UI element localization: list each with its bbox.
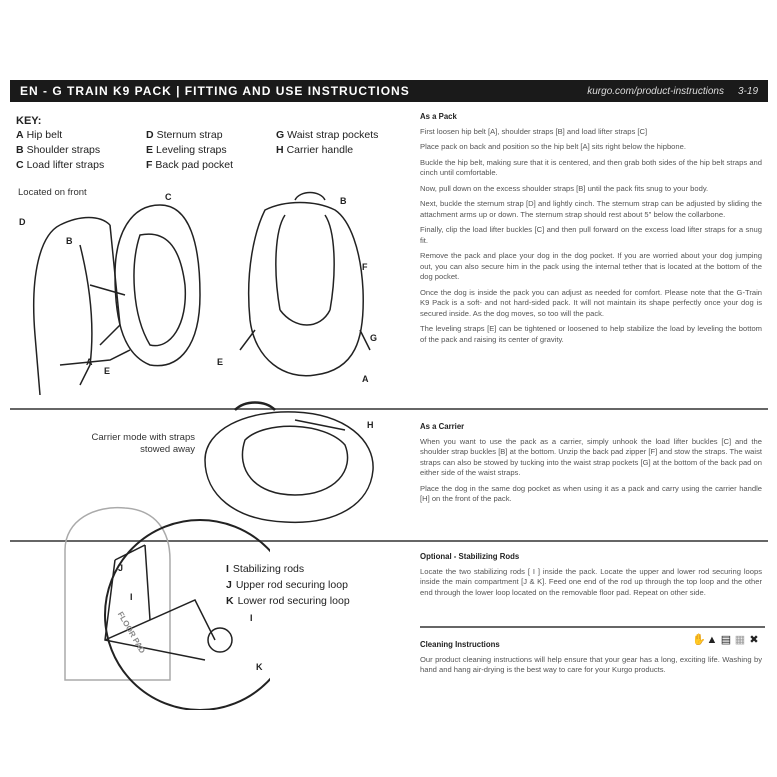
no-dry-clean-icon: ✖ bbox=[749, 634, 759, 646]
page-header: EN - G TRAIN K9 PACK | FITTING AND USE I… bbox=[10, 80, 768, 102]
label-a-back: A bbox=[362, 374, 369, 384]
document-title: EN - G TRAIN K9 PACK | FITTING AND USE I… bbox=[20, 84, 410, 98]
paragraph: The leveling straps [E] can be tightened… bbox=[420, 324, 762, 344]
paragraph: Locate the two stabilizing rods [ I ] in… bbox=[420, 566, 762, 597]
label-g: G bbox=[370, 333, 378, 343]
header-version: 3-19 bbox=[737, 85, 758, 97]
hang-dry-icon: ▤ bbox=[720, 634, 732, 646]
label-k: K bbox=[256, 662, 263, 672]
label-f: F bbox=[362, 262, 368, 272]
label-b: B bbox=[66, 236, 73, 246]
label-c: C bbox=[165, 192, 172, 202]
paragraph: Place the dog in the same dog pocket as … bbox=[420, 483, 762, 504]
paragraph: When you want to use the pack as a carri… bbox=[420, 436, 762, 478]
carrier-mode-illustration bbox=[204, 401, 374, 524]
header-url: kurgo.com/product-instructions bbox=[587, 85, 724, 97]
section-as-a-pack: As a Pack First loosen hip belt [A], sho… bbox=[420, 112, 762, 350]
paragraph: Buckle the hip belt, making sure that it… bbox=[420, 157, 762, 178]
paragraph: Our product cleaning instructions will h… bbox=[420, 654, 762, 675]
paragraph: Finally, clip the load lifter buckles [C… bbox=[420, 225, 762, 245]
no-iron-icon: ▦ bbox=[734, 634, 746, 646]
paragraph: First loosen hip belt [A], shoulder stra… bbox=[420, 126, 648, 136]
paragraph: Place pack on back and position so the h… bbox=[420, 142, 686, 151]
carrier-note: Carrier mode with straps stowed away bbox=[91, 432, 195, 455]
label-j: J bbox=[118, 563, 124, 573]
section-title: As a Carrier bbox=[420, 422, 465, 431]
located-note: Located on front bbox=[18, 187, 87, 198]
label-e: E bbox=[104, 366, 111, 376]
paragraph: Remove the pack and place your dog in th… bbox=[420, 251, 762, 281]
section-cleaning: Cleaning Instructions Our product cleani… bbox=[420, 640, 762, 681]
key-title: KEY: bbox=[16, 115, 42, 127]
stabilizing-rods-illustration bbox=[64, 506, 270, 710]
section-divider bbox=[420, 626, 765, 628]
care-icons: ✋ ▲ ▤ ▦ ✖ bbox=[692, 634, 760, 646]
pack-back-illustration bbox=[239, 191, 371, 377]
label-h: H bbox=[367, 420, 374, 430]
section-divider bbox=[10, 408, 768, 410]
section-title: As a Pack bbox=[420, 112, 457, 121]
paragraph: Once the dog is inside the pack you can … bbox=[420, 287, 762, 318]
paragraph: Next, buckle the sternum strap [D] and l… bbox=[420, 199, 762, 219]
label-b-back: B bbox=[340, 196, 347, 206]
section-title: Cleaning Instructions bbox=[420, 640, 500, 649]
section-stabilizing-rods: Optional - Stabilizing Rods Locate the t… bbox=[420, 552, 762, 603]
section-divider bbox=[10, 540, 768, 542]
label-e-back: E bbox=[217, 357, 224, 367]
section-title: Optional - Stabilizing Rods bbox=[420, 552, 520, 561]
label-i-2: I bbox=[250, 613, 253, 623]
label-i: I bbox=[130, 592, 133, 602]
section-as-a-carrier: As a Carrier When you want to use the pa… bbox=[420, 422, 762, 510]
no-bleach-icon: ▲ bbox=[706, 634, 718, 646]
paragraph: Now, pull down on the excess shoulder st… bbox=[420, 183, 709, 193]
hand-wash-icon: ✋ bbox=[692, 634, 706, 646]
wearing-pack-illustration bbox=[32, 204, 201, 396]
label-a: A bbox=[86, 357, 93, 367]
label-d: D bbox=[19, 217, 26, 227]
